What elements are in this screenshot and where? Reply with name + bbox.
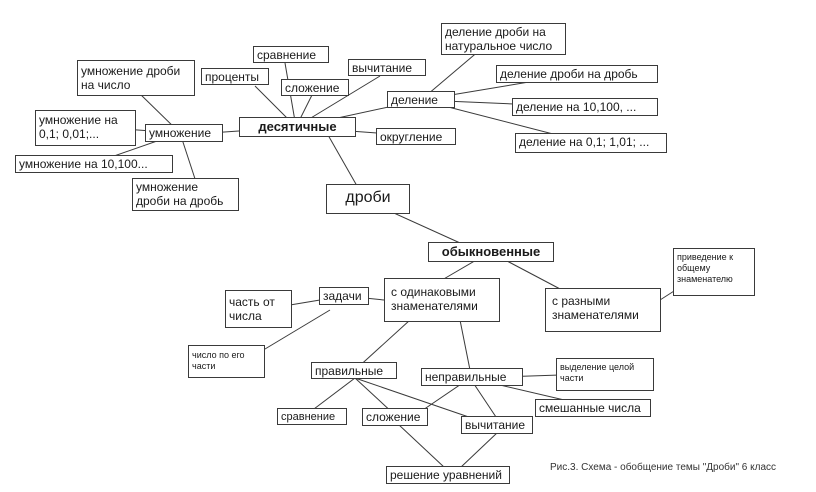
node-slozhenie-top: сложение: [281, 79, 349, 96]
node-delenie-drobi-na-drob: деление дроби на дробь: [496, 65, 658, 83]
node-sravnenie-bottom: сравнение: [277, 408, 347, 425]
node-zadachi: задачи: [319, 287, 369, 305]
node-obyknovennye: обыкновенные: [428, 242, 554, 262]
node-okruglenie: округление: [376, 128, 456, 145]
node-drobi: дроби: [326, 184, 410, 214]
node-umnozhenie-na-10: умножение на 10,100...: [15, 155, 173, 173]
node-procenty: проценты: [201, 68, 269, 85]
node-reshenie: решение уравнений: [386, 466, 510, 484]
node-chast-ot-chisla: часть от числа: [225, 290, 292, 328]
figure-caption: Рис.3. Схема - обобщение темы "Дроби" 6 …: [550, 462, 777, 473]
node-desyatichnye: десятичные: [239, 117, 356, 137]
node-umnozhenie: умножение: [145, 124, 223, 142]
node-vydelenie: выделение целой части: [556, 358, 654, 391]
node-delenie-na-10: деление на 10,100, ...: [512, 98, 658, 116]
node-privedenie: приведение к общему знаменателю: [673, 248, 755, 296]
node-chislo-po-chasti: число по его части: [188, 345, 265, 378]
node-vychitanie-top: вычитание: [348, 59, 426, 76]
node-umnozhenie-drobi-na-drob: умножение дроби на дробь: [132, 178, 239, 211]
node-nepravilnye: неправильные: [421, 368, 523, 386]
node-odinakovye: с одинаковыми знаменателями: [384, 278, 500, 322]
node-pravilnye: правильные: [311, 362, 397, 379]
node-sravnenie-top: сравнение: [253, 46, 329, 63]
node-umnozhenie-na-chislo: умножение дроби на число: [77, 60, 195, 96]
node-vychitanie-bottom: вычитание: [461, 416, 533, 434]
node-delenie-na-01: деление на 0,1; 1,01; ...: [515, 133, 667, 153]
node-smeshannye: смешанные числа: [535, 399, 651, 417]
node-umnozhenie-na-01: умножение на 0,1; 0,01;...: [35, 110, 136, 146]
node-slozhenie-bottom: сложение: [362, 408, 428, 426]
node-delenie-na-naturalnoe: деление дроби на натуральное число: [441, 23, 566, 55]
node-raznye: с разными знаменателями: [545, 288, 661, 332]
node-delenie: деление: [387, 91, 455, 108]
